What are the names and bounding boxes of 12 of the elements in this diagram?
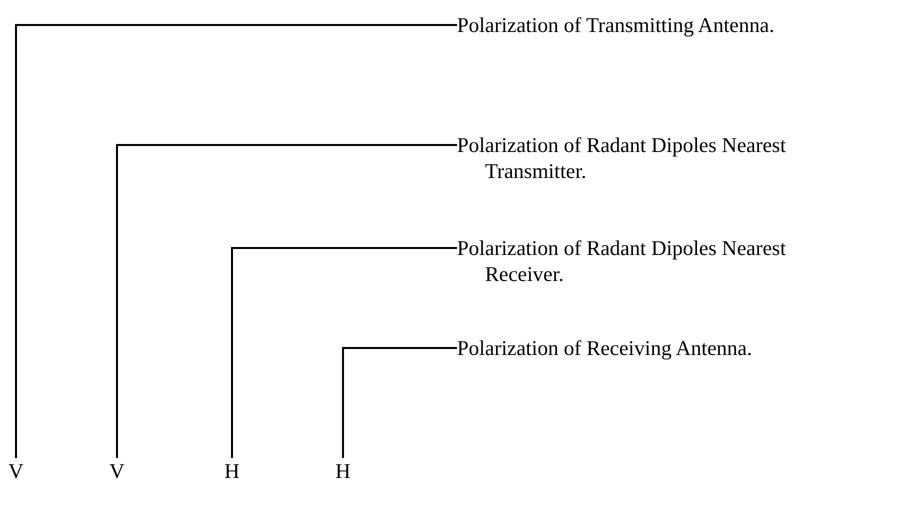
leader-line: [342, 347, 457, 458]
leader-line: [231, 247, 457, 458]
label-text: Polarization of Radant Dipoles Nearest Receiver.: [457, 235, 787, 287]
label-text: Polarization of Receiving Antenna.: [457, 335, 754, 361]
leader-line: [15, 24, 457, 458]
leader-line: [116, 144, 457, 458]
polarization-letter: V: [6, 458, 26, 484]
label-text: Polarization of Radant Dipoles Nearest Transmitter.: [457, 132, 787, 184]
label-text: Polarization of Transmitting Antenna.: [457, 12, 776, 38]
polarization-letter: H: [333, 458, 353, 484]
polarization-letter: H: [222, 458, 242, 484]
polarization-letter: V: [107, 458, 127, 484]
